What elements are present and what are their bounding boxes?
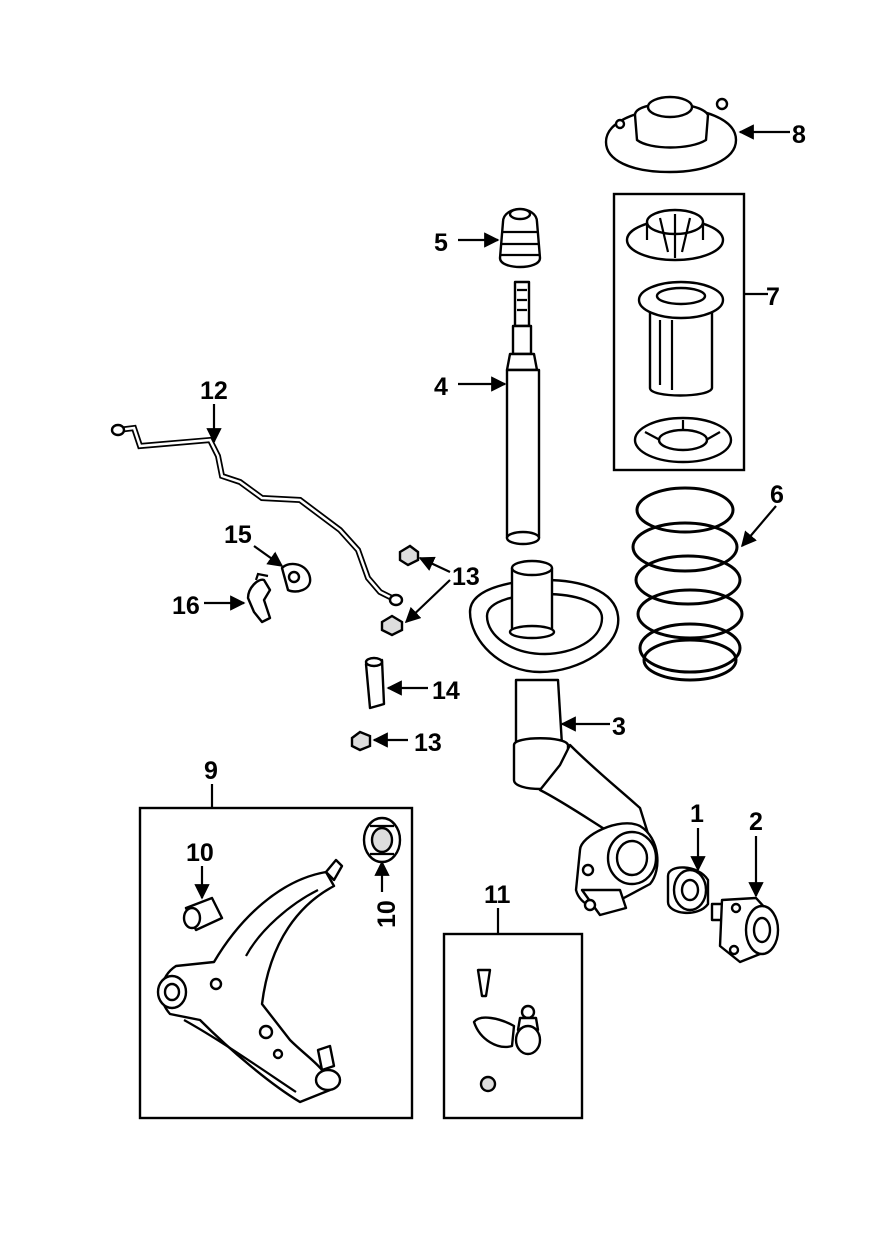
callout-13b: 13 [414,729,442,757]
ball-joint-kit [472,968,542,1093]
callout-6: 6 [770,481,784,509]
bump-stop-boot [637,280,725,397]
spring-seat-upper [625,208,725,262]
callout-11: 11 [484,881,511,909]
strut-knuckle [468,559,659,917]
strut-mount [604,95,738,174]
wheel-bearing [666,866,710,914]
callout-7: 7 [766,283,780,311]
callout-13a-leader-1 [418,556,451,573]
callout-10b: 10 [373,900,401,928]
control-arm-bushing-rear [362,816,402,864]
callout-7-box [612,192,746,472]
callout-15-leader [253,545,284,567]
callout-13a: 13 [452,563,480,591]
bushing-bracket [246,572,272,624]
callout-1: 1 [690,800,704,828]
callout-9-box [138,806,414,1120]
callout-6-leader [741,505,777,548]
shock-absorber [505,280,541,546]
lower-control-arm [156,858,344,1104]
nut-upper [398,544,420,567]
stabilizer-bushing [280,562,312,593]
callout-8: 8 [792,121,806,149]
coil-spring [631,486,744,682]
callout-12: 12 [200,377,228,405]
callout-10a: 10 [186,839,214,867]
callout-4: 4 [434,373,448,401]
callout-15: 15 [224,521,252,549]
nut-lower [380,614,404,637]
callout-5: 5 [434,229,448,257]
nut-single [350,730,372,752]
stabilizer-bar [110,423,404,607]
wheel-hub [710,896,780,964]
spring-seat-lower [633,416,733,464]
stabilizer-link [364,656,386,710]
callout-9: 9 [204,757,218,785]
callout-3: 3 [612,713,626,741]
callout-11-box [442,932,584,1120]
callout-16: 16 [172,592,200,620]
bump-stop [498,207,542,269]
control-arm-bushing-front [182,896,224,932]
callout-14: 14 [432,677,460,705]
callout-2: 2 [749,808,763,836]
callout-13a-leader-2 [404,579,451,624]
